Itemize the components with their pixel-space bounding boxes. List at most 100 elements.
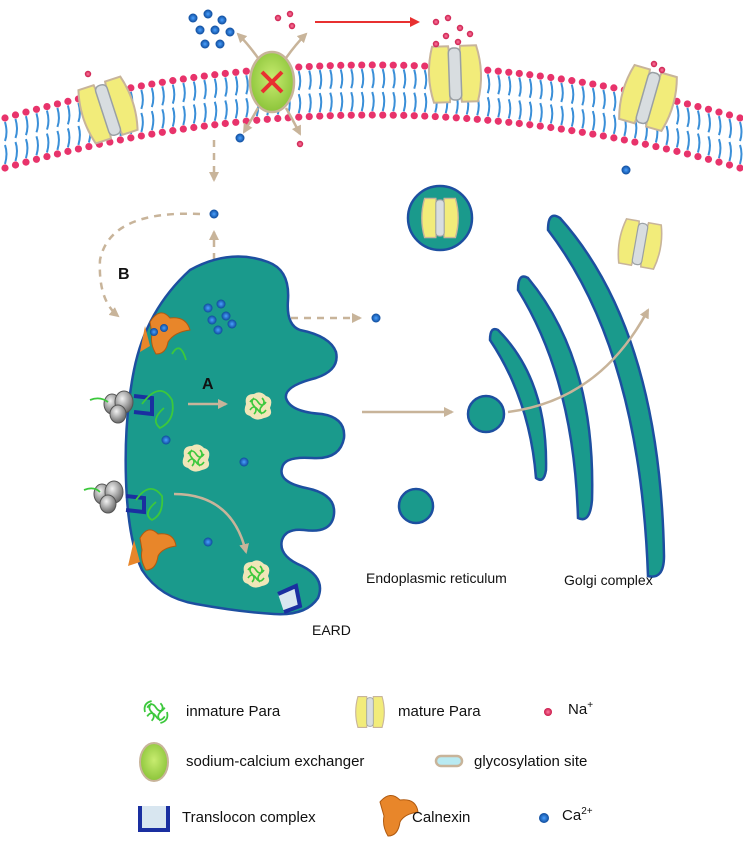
lipid-head — [473, 115, 481, 123]
calcium-ion — [217, 15, 227, 25]
er-label: Endoplasmic reticulum — [366, 570, 507, 586]
calcium-ion — [621, 165, 631, 175]
lipid-head — [316, 112, 324, 120]
lipid-tail — [350, 68, 354, 89]
lipid-head — [694, 102, 702, 111]
lipid-tail — [392, 68, 396, 89]
calcium-symbol: Ca — [562, 807, 582, 824]
lipid-head — [74, 145, 83, 153]
lipid-head — [431, 112, 439, 121]
lipid-head — [326, 62, 334, 70]
eard-translocon — [277, 583, 303, 614]
lipid-head — [389, 61, 397, 69]
lipid-head — [211, 121, 219, 129]
golgi-export-arrow — [507, 308, 650, 414]
lipid-head — [337, 111, 345, 119]
lipid-tail — [549, 104, 554, 124]
lipid-tail — [224, 100, 228, 120]
lipid-tail — [192, 104, 197, 124]
calnexin-lower — [128, 529, 177, 571]
lipid-head — [599, 82, 607, 90]
lipid-tail — [4, 144, 8, 165]
sodium-ion — [432, 40, 440, 48]
lipid-tail — [539, 79, 543, 100]
legend-mature-para-icon — [355, 696, 385, 728]
sodium-symbol: Na — [568, 701, 588, 718]
lipid-head — [725, 161, 734, 169]
legend-glycosylation-icon — [434, 754, 464, 768]
calcium-ion — [200, 39, 210, 49]
lipid-tail — [360, 68, 365, 89]
er-calcium-store — [203, 299, 237, 335]
lipid-tail — [486, 73, 491, 94]
lipid-head — [715, 158, 723, 166]
lipid-head — [673, 147, 681, 155]
lipid-head — [53, 150, 62, 158]
lipid-head — [316, 62, 324, 70]
lipid-tail — [161, 86, 165, 106]
lipid-tail — [675, 105, 680, 125]
lipid-head — [1, 164, 9, 172]
lipid-head — [526, 71, 534, 79]
lipid-head — [148, 80, 156, 88]
lipid-tail — [213, 101, 218, 122]
translocon-upper — [133, 394, 154, 417]
endoplasmic-reticulum — [124, 255, 346, 616]
lipid-tail — [150, 110, 155, 131]
transport-vesicle-lower — [397, 487, 435, 525]
lipid-tail — [497, 97, 501, 118]
lipid-tail — [140, 112, 144, 133]
lipid-tail — [371, 68, 375, 89]
lipid-head — [232, 68, 240, 76]
lipid-head — [400, 111, 408, 119]
lipid-head — [22, 158, 30, 166]
lipid-tail — [360, 91, 365, 112]
lipid-tail — [707, 135, 711, 156]
lipid-tail — [549, 81, 554, 101]
lipid-head — [421, 62, 429, 70]
lipid-head — [85, 142, 93, 151]
lipid-tail — [66, 105, 71, 125]
legend-immature-para-icon — [143, 700, 169, 724]
lipid-tail — [581, 86, 585, 106]
lipid-head — [652, 142, 660, 151]
lipid-head — [610, 84, 618, 92]
calcium-ion — [188, 13, 198, 23]
lipid-head — [578, 128, 586, 136]
lipid-tail — [718, 115, 722, 136]
lipid-tail — [213, 78, 218, 99]
lipid-head — [662, 145, 671, 153]
lipid-tail — [539, 102, 543, 123]
lipid-tail — [329, 69, 333, 90]
lipid-head — [410, 62, 418, 70]
lipid-tail — [203, 79, 207, 100]
lipid-head — [463, 114, 471, 123]
lipid-tail — [413, 69, 417, 90]
lipid-tail — [182, 82, 186, 103]
lipid-head — [190, 73, 198, 82]
lipid-head — [1, 114, 9, 122]
lipid-tail — [371, 91, 375, 112]
lipid-head — [547, 73, 555, 82]
lipid-tail — [171, 107, 176, 127]
calcium-ion — [371, 313, 381, 323]
lipid-tail — [675, 128, 680, 148]
lipid-head — [137, 82, 145, 90]
lipid-head — [137, 132, 145, 140]
lipid-head — [599, 132, 607, 140]
legend-mature-para-label: mature Para — [398, 703, 481, 720]
lipid-tail — [339, 92, 344, 112]
lipid-head — [158, 78, 166, 86]
lipid-head — [242, 67, 250, 75]
legend-calnexin-label: Calnexin — [412, 809, 471, 826]
lipid-tail — [182, 105, 186, 126]
lipid-tail — [686, 130, 690, 151]
lipid-tail — [45, 133, 50, 153]
lipid-tail — [150, 87, 155, 108]
lipid-tail — [245, 74, 249, 95]
lipid-tail — [739, 144, 743, 165]
lipid-tail — [612, 114, 617, 135]
lipid-head — [295, 63, 303, 71]
lipid-head — [116, 136, 124, 144]
lipid-head — [389, 111, 397, 119]
